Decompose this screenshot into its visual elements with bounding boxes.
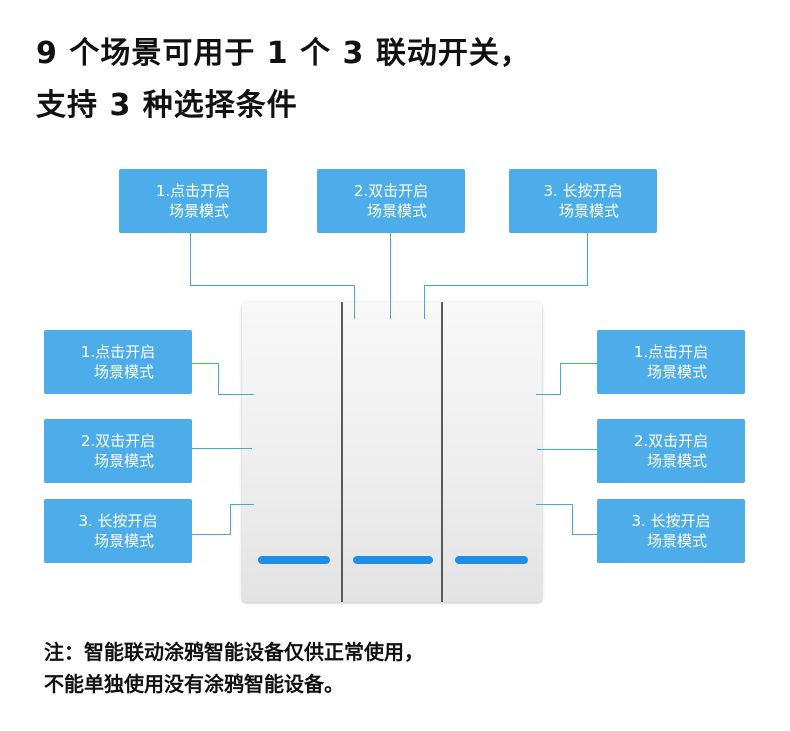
- label-line-1: 1.点击开启: [80, 343, 156, 361]
- right-label-long-press: 3. 长按开启 场景模式: [597, 499, 745, 563]
- label-line-1: 3. 长按开启: [543, 182, 623, 200]
- label-line-2: 场景模式: [646, 452, 707, 470]
- connector-line: [218, 394, 254, 395]
- rocker-left[interactable]: [242, 302, 341, 602]
- label-line-1: 3. 长按开启: [78, 512, 158, 530]
- connector-line: [536, 394, 560, 395]
- connector-line: [192, 363, 218, 364]
- note-line-1: 注：智能联动涂鸦智能设备仅供正常使用，: [44, 640, 424, 664]
- label-line-1: 2.双击开启: [633, 432, 709, 450]
- connector-line: [192, 534, 230, 535]
- connector-line: [190, 285, 354, 286]
- top-label-double-click: 2.双击开启 场景模式: [317, 169, 465, 233]
- connector-line: [572, 504, 573, 535]
- connector-line: [424, 285, 425, 319]
- right-label-single-click: 1.点击开启 场景模式: [597, 330, 745, 394]
- label-line-2: 场景模式: [558, 202, 619, 220]
- connector-line: [218, 363, 219, 394]
- label-line-2: 场景模式: [93, 532, 154, 550]
- connector-line: [354, 285, 355, 319]
- label-line-2: 场景模式: [93, 363, 154, 381]
- label-line-1: 2.双击开启: [353, 182, 429, 200]
- three-gang-switch: [242, 302, 542, 602]
- connector-line: [390, 233, 391, 319]
- connector-line: [560, 363, 597, 364]
- top-label-long-press: 3. 长按开启 场景模式: [509, 169, 657, 233]
- connector-line: [192, 448, 252, 449]
- heading-line-2: 支持 3 种选择条件: [36, 88, 298, 123]
- connector-line: [230, 504, 254, 505]
- heading-line-1: 9 个场景可用于 1 个 3 联动开关，: [36, 36, 531, 71]
- label-line-2: 场景模式: [366, 202, 427, 220]
- right-label-double-click: 2.双击开启 场景模式: [597, 419, 745, 483]
- label-line-2: 场景模式: [646, 532, 707, 550]
- led-indicator-left: [258, 556, 330, 564]
- connector-line: [572, 534, 597, 535]
- connector-line: [587, 233, 588, 286]
- left-label-long-press: 3. 长按开启 场景模式: [44, 499, 192, 563]
- connector-line: [537, 449, 597, 450]
- label-line-2: 场景模式: [93, 452, 154, 470]
- led-indicator-middle: [353, 556, 433, 564]
- label-line-1: 3. 长按开启: [631, 512, 711, 530]
- label-line-1: 2.双击开启: [80, 432, 156, 450]
- rocker-divider: [341, 302, 343, 602]
- left-label-double-click: 2.双击开启 场景模式: [44, 419, 192, 483]
- connector-line: [230, 504, 231, 535]
- connector-line: [190, 233, 191, 286]
- led-indicator-right: [455, 556, 528, 564]
- label-line-2: 场景模式: [646, 363, 707, 381]
- connector-line: [560, 363, 561, 395]
- rocker-middle[interactable]: [344, 302, 440, 602]
- label-line-2: 场景模式: [168, 202, 229, 220]
- rocker-divider: [441, 302, 443, 602]
- top-label-single-click: 1.点击开启 场景模式: [119, 169, 267, 233]
- note-line-2: 不能单独使用没有涂鸦智能设备。: [44, 672, 344, 696]
- connector-line: [536, 504, 572, 505]
- left-label-single-click: 1.点击开启 场景模式: [44, 330, 192, 394]
- connector-line: [424, 285, 588, 286]
- label-line-1: 1.点击开启: [633, 343, 709, 361]
- label-line-1: 1.点击开启: [155, 182, 231, 200]
- rocker-right[interactable]: [443, 302, 542, 602]
